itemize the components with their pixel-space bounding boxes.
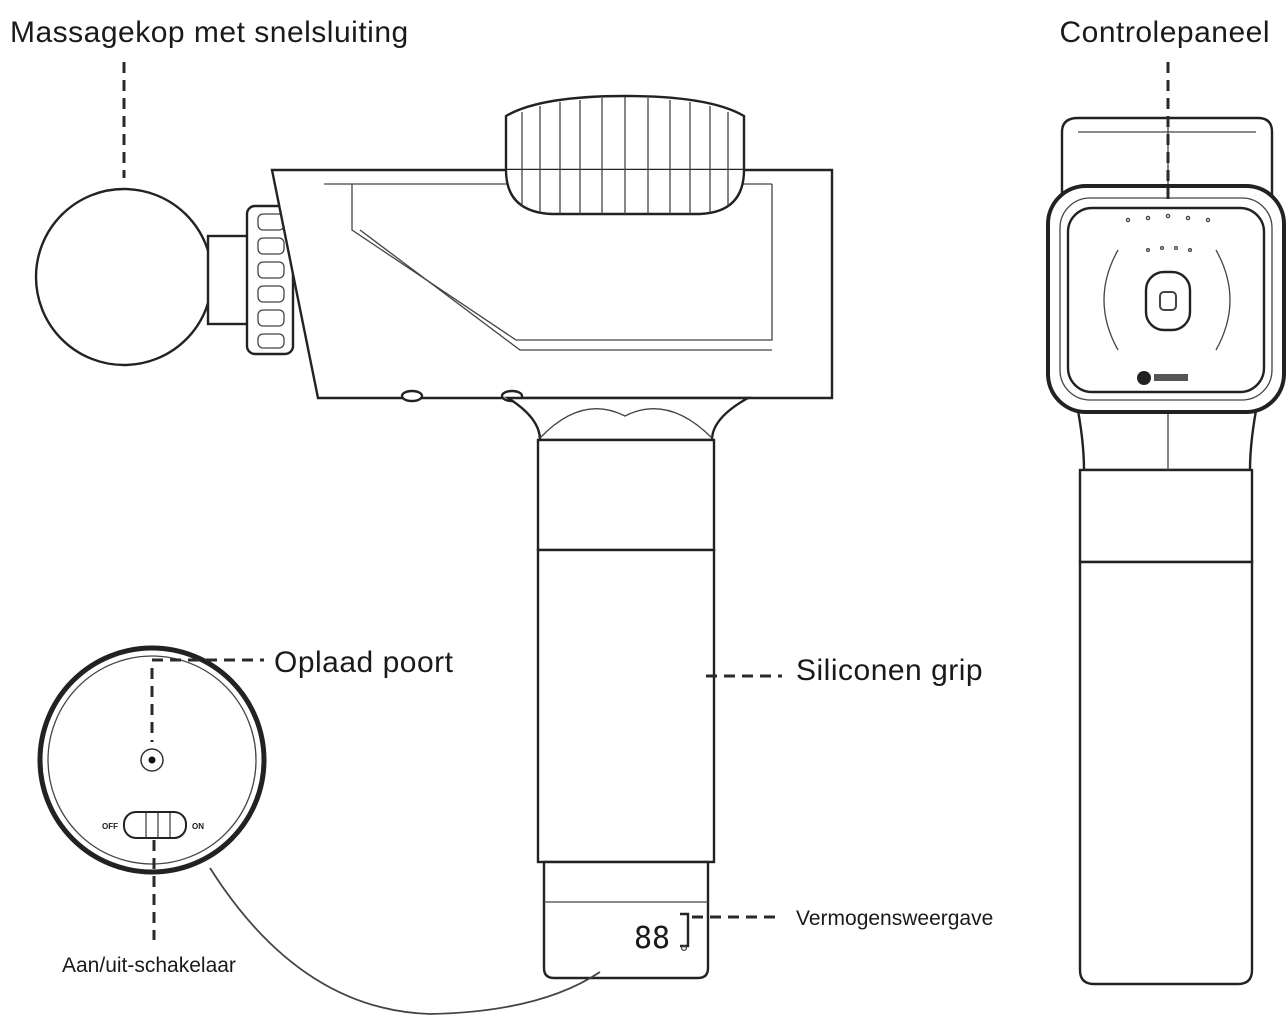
label-power-switch: Aan/uit-schakelaar xyxy=(62,954,236,977)
handle-base xyxy=(542,860,710,980)
power-switch[interactable] xyxy=(123,811,187,839)
power-button[interactable] xyxy=(1144,270,1192,332)
battery-display: 88 xyxy=(634,912,690,956)
battery-display-digits: 88 xyxy=(634,921,670,956)
switch-off-label: OFF xyxy=(102,822,118,831)
top-cap xyxy=(504,94,746,216)
switch-on-label: ON xyxy=(192,822,204,831)
massage-gun-back-view xyxy=(1046,116,1286,986)
detail-connector-curve xyxy=(209,867,601,1015)
label-silicone-grip: Siliconen grip xyxy=(796,654,983,687)
brand-logo-icon xyxy=(1137,371,1151,385)
quick-release-collar xyxy=(245,204,295,356)
battery-indicator-icon xyxy=(680,944,688,952)
label-charging-port: Oplaad poort xyxy=(274,646,454,679)
control-panel xyxy=(1046,184,1286,414)
handle-upper-ring xyxy=(536,438,716,552)
back-handle-grip xyxy=(1078,560,1254,986)
label-battery-display: Vermogensweergave xyxy=(796,907,993,930)
bottom-detail-view: OFF ON xyxy=(37,645,601,1015)
back-handle-ring xyxy=(1078,468,1254,564)
label-control-panel: Controlepaneel xyxy=(1060,16,1270,49)
body-side-panel xyxy=(351,184,773,341)
power-icon xyxy=(1159,291,1177,311)
label-massage-head: Massagekop met snelsluiting xyxy=(10,16,409,49)
massage-gun-side-view: 88 xyxy=(34,94,834,980)
handle-silicone-grip xyxy=(536,548,716,864)
massage-head-ball xyxy=(34,187,214,367)
